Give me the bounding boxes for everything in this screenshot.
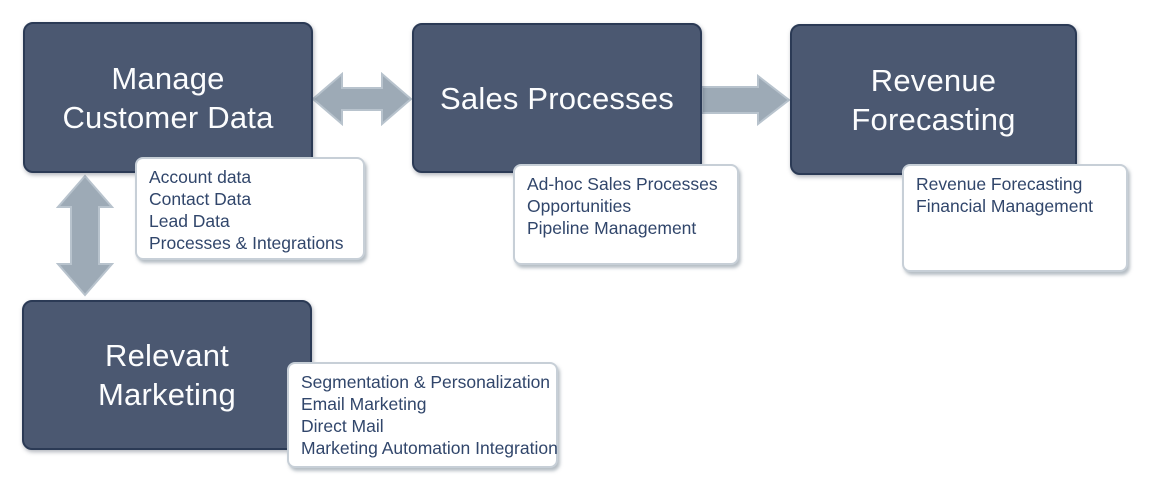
- node-label-revenue-forecasting: Revenue Forecasting: [851, 61, 1015, 139]
- note-item: Revenue Forecasting: [916, 174, 1083, 194]
- node-label-line: Customer Data: [62, 99, 274, 135]
- node-sales-processes: Sales Processes: [412, 23, 702, 173]
- node-relevant-marketing: Relevant Marketing: [22, 300, 312, 450]
- note-manage-customer-data: Account data Contact Data Lead Data Proc…: [135, 157, 365, 260]
- node-label-relevant-marketing: Relevant Marketing: [98, 336, 236, 414]
- node-label-sales-processes: Sales Processes: [440, 79, 674, 118]
- note-item: Lead Data: [149, 211, 230, 231]
- arrow-right-shape: [701, 74, 791, 126]
- note-item: Email Marketing: [301, 394, 427, 414]
- arrow-bidirectional-customer-marketing-icon: [56, 174, 114, 297]
- note-item: Processes & Integrations: [149, 233, 344, 253]
- double-arrow-shape: [311, 72, 413, 126]
- node-label-line: Sales Processes: [440, 80, 674, 116]
- double-arrow-vertical-shape: [56, 174, 114, 297]
- note-revenue-forecasting: Revenue Forecasting Financial Management: [902, 164, 1128, 272]
- note-relevant-marketing: Segmentation & Personalization Email Mar…: [287, 362, 558, 468]
- note-item: Ad-hoc Sales Processes: [527, 174, 718, 194]
- node-label-line: Relevant: [105, 338, 229, 373]
- note-sales-processes: Ad-hoc Sales Processes Opportunities Pip…: [513, 164, 739, 265]
- arrow-sales-to-revenue-icon: [701, 74, 791, 126]
- node-manage-customer-data: Manage Customer Data: [23, 22, 313, 173]
- note-item: Contact Data: [149, 189, 252, 209]
- node-revenue-forecasting: Revenue Forecasting: [790, 24, 1077, 175]
- note-item: Segmentation & Personalization: [301, 372, 551, 392]
- node-label-line: Revenue: [870, 62, 997, 98]
- note-item: Account data: [149, 167, 252, 187]
- note-item: Financial Management: [916, 196, 1094, 216]
- node-label-line: Marketing: [98, 377, 236, 412]
- note-item: Opportunities: [527, 196, 632, 216]
- node-label-manage-customer-data: Manage Customer Data: [62, 59, 273, 137]
- arrow-bidirectional-customer-sales-icon: [311, 72, 413, 126]
- note-item: Direct Mail: [301, 416, 384, 436]
- note-item: Marketing Automation Integration: [301, 438, 558, 458]
- note-item: Pipeline Management: [527, 218, 697, 238]
- node-label-line: Manage: [111, 60, 225, 96]
- node-label-line: Forecasting: [851, 101, 1016, 137]
